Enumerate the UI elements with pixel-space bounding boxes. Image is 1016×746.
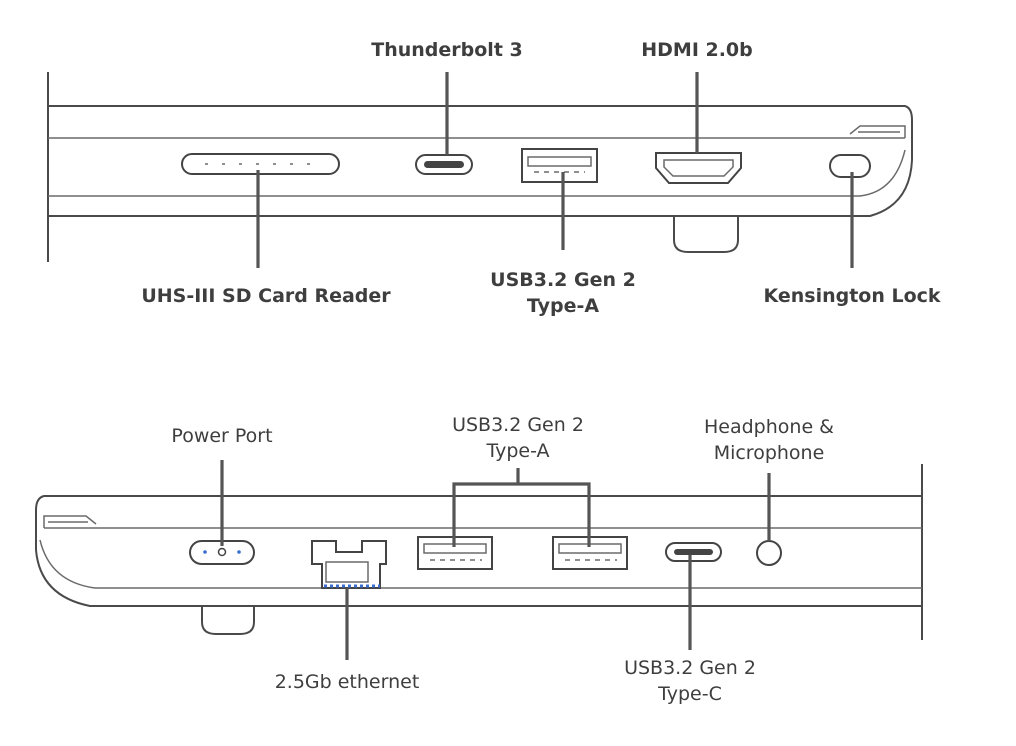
kensington-lock-slot <box>829 154 871 178</box>
side-a-chassis <box>48 105 913 253</box>
usb-a-side-b-label-line1: USB3.2 Gen 2 <box>452 414 584 436</box>
sd-reader-label: UHS-III SD Card Reader <box>141 285 391 307</box>
ethernet-port <box>311 540 387 589</box>
audio-label-line2: Microphone <box>714 442 825 464</box>
side-b-view: Power Port USB3.2 Gen 2 Type-A Headphone… <box>35 414 923 705</box>
audio-jack <box>756 540 782 566</box>
usb-a-port-side-a <box>521 148 598 183</box>
side-b-chassis <box>35 495 922 635</box>
audio-label-line1: Headphone & <box>704 416 834 438</box>
sd-card-slot <box>181 153 340 175</box>
thunderbolt-port-tongue <box>424 161 464 168</box>
kensington-label: Kensington Lock <box>763 285 940 307</box>
thunderbolt-label: Thunderbolt 3 <box>371 39 522 61</box>
usb-a-port-1-side-b <box>417 536 493 570</box>
usb-a-side-a-label-line2: Type-A <box>527 295 599 317</box>
usb-a-side-b-label-line2: Type-A <box>485 440 549 462</box>
usb-c-port-tongue <box>674 549 713 555</box>
hdmi-label: HDMI 2.0b <box>641 39 753 61</box>
hdmi-port <box>655 152 742 184</box>
power-label: Power Port <box>171 425 272 447</box>
side-a-view: Thunderbolt 3 HDMI 2.0b UHS-III SD Card … <box>47 39 941 317</box>
usb-a-side-b-bracket <box>452 482 591 547</box>
usb-c-label-line1: USB3.2 Gen 2 <box>624 657 756 679</box>
usb-c-label-line2: Type-C <box>657 683 722 705</box>
usb-a-side-a-label-line1: USB3.2 Gen 2 <box>490 269 636 291</box>
ethernet-label: 2.5Gb ethernet <box>275 671 420 693</box>
